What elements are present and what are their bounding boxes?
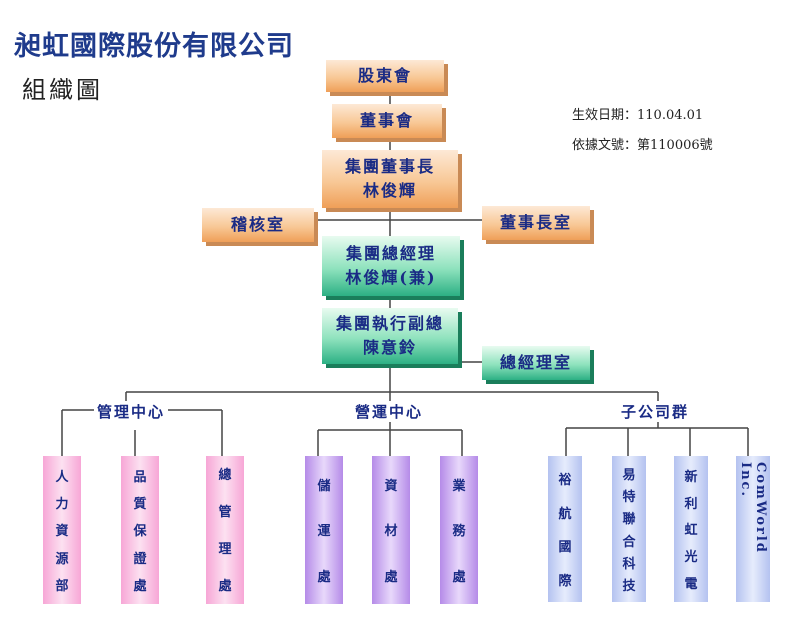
chairman-box: 集團董事長 林俊輝	[322, 150, 458, 208]
comworld-label: ComWorld Inc.	[738, 462, 768, 554]
unit-char: 國	[558, 540, 572, 556]
shareholders-label: 股東會	[357, 66, 412, 85]
unit-char: 儲	[317, 479, 331, 495]
unit-char: 光	[684, 550, 698, 566]
general-admin-box: 總 管 理 處	[206, 456, 244, 604]
unit-char: 材	[384, 524, 398, 540]
operations-center-label: 營運中心	[352, 401, 427, 422]
unit-char: 處	[218, 579, 232, 594]
group-evp-title: 集團執行副總	[335, 314, 444, 333]
shareholders-box: 股東會	[326, 60, 444, 92]
quality-assurance-box: 品 質 保 證 處	[121, 456, 159, 604]
unit-char: 人	[55, 470, 69, 486]
unit-char: 聯	[622, 512, 636, 528]
board-label: 董事會	[359, 111, 414, 130]
hr-department-box: 人 力 資 源 部	[43, 456, 81, 604]
unit-char: 處	[384, 569, 398, 585]
unit-char: 源	[55, 551, 69, 567]
unit-char: 技	[622, 579, 636, 595]
unit-char: 際	[558, 573, 572, 589]
unit-char: 電	[684, 577, 698, 593]
unit-char: 合	[622, 534, 636, 550]
gm-office-box: 總經理室	[482, 346, 590, 380]
reference-number: 依據文號：第110006號	[572, 138, 713, 153]
subsidiary-yite-box: 易 特 聯 合 科 技	[612, 456, 646, 602]
audit-office-label: 稽核室	[230, 215, 285, 234]
effective-date: 生效日期：110.04.01	[572, 108, 704, 123]
group-evp-name: 陳意鈴	[362, 338, 417, 357]
chairman-office-label: 董事長室	[499, 213, 572, 232]
unit-char: 務	[452, 524, 466, 540]
management-center-label: 管理中心	[94, 401, 169, 422]
chairman-office-box: 董事長室	[482, 206, 590, 240]
unit-char: 利	[684, 496, 698, 512]
unit-char: 處	[317, 569, 331, 585]
unit-char: 運	[317, 524, 331, 540]
unit-char: 總	[218, 468, 232, 483]
unit-char: 資	[384, 479, 398, 495]
subsidiary-xinlihong-box: 新 利 虹 光 電	[674, 456, 708, 602]
unit-char: 處	[452, 569, 466, 585]
board-box: 董事會	[332, 104, 442, 138]
unit-char: 裕	[558, 473, 572, 489]
chart-subtitle: 組織圖	[22, 76, 103, 104]
subsidiary-yuhang-box: 裕 航 國 際	[548, 456, 582, 602]
unit-char: 易	[622, 467, 636, 483]
unit-char: 特	[622, 489, 636, 505]
group-evp-box: 集團執行副總 陳意鈴	[322, 308, 458, 364]
unit-char: 管	[218, 505, 232, 520]
logistics-box: 儲 運 處	[305, 456, 343, 604]
unit-char: 理	[218, 542, 232, 557]
unit-char: 品	[133, 470, 147, 486]
company-title: 昶虹國際股份有限公司	[14, 31, 294, 62]
unit-char: 力	[55, 497, 69, 513]
materials-box: 資 材 處	[372, 456, 410, 604]
gm-office-label: 總經理室	[499, 353, 572, 372]
unit-char: 證	[133, 551, 147, 567]
chairman-name: 林俊輝	[362, 181, 417, 200]
unit-char: 航	[558, 506, 572, 522]
unit-char: 處	[133, 578, 147, 594]
subsidiaries-label: 子公司群	[618, 401, 693, 422]
unit-char: 新	[684, 469, 698, 485]
group-gm-box: 集團總經理 林俊輝(兼)	[322, 236, 460, 296]
audit-office-box: 稽核室	[202, 208, 314, 242]
chairman-title: 集團董事長	[344, 157, 435, 176]
sales-box: 業 務 處	[440, 456, 478, 604]
group-gm-name: 林俊輝(兼)	[345, 268, 437, 287]
unit-char: 保	[133, 524, 147, 540]
unit-char: 虹	[684, 523, 698, 539]
subsidiary-comworld-box: ComWorld Inc.	[736, 456, 770, 602]
unit-char: 業	[452, 479, 466, 495]
unit-char: 科	[622, 556, 636, 572]
group-gm-title: 集團總經理	[345, 244, 436, 263]
unit-char: 資	[55, 524, 69, 540]
unit-char: 質	[133, 497, 147, 513]
unit-char: 部	[55, 578, 69, 594]
